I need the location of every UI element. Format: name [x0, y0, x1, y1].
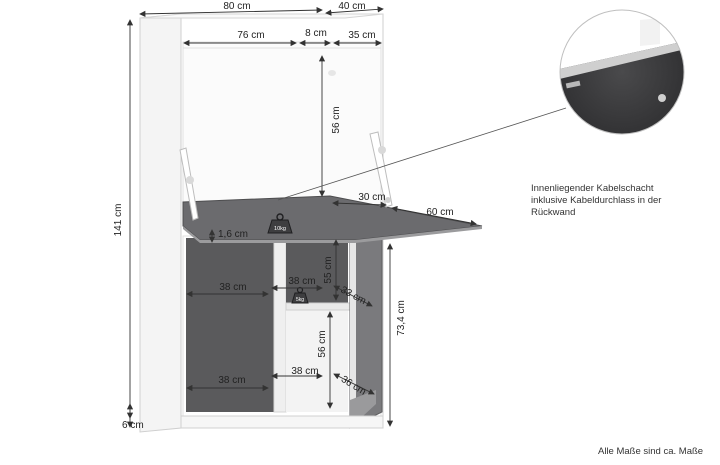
shelf-load-label: 5kg [296, 297, 304, 303]
dimension-lines [126, 6, 567, 428]
callout-line-1: Innenliegender Kabelschacht [531, 183, 654, 194]
dim-flap-thickness: 1,6 cm [218, 229, 248, 240]
dim-shelf1-height: 55 cm [323, 256, 334, 283]
dim-flap-depth: 30 cm [358, 192, 385, 203]
writing-flap [179, 131, 483, 243]
dim-shelf1-width-left: 38 cm [219, 282, 246, 293]
lower-back-left [186, 238, 274, 412]
dim-shelf1-width-right: 38 cm [288, 276, 315, 287]
upper-compartment [182, 41, 382, 211]
dim-upper-height: 56 cm [331, 106, 342, 133]
weight-10kg-icon: 10kg [267, 213, 293, 234]
dim-inner-depth: 35 cm [348, 30, 375, 41]
left-hinge-arm [179, 147, 199, 221]
cable-duct-detail [559, 9, 685, 135]
right-shelf [285, 302, 351, 311]
cable-hole [328, 70, 336, 76]
callout-line-3: Rückwand [531, 207, 576, 218]
cabinet-side-panel [139, 13, 182, 433]
dim-total-height: 141 cm [113, 204, 124, 237]
center-divider [273, 237, 287, 413]
dim-shelf2-width-left: 38 cm [218, 375, 245, 386]
callout-line-2: inklusive Kabeldurchlass in der [531, 195, 662, 206]
footer-note: Alle Maße sind ca. Maße [598, 446, 704, 457]
dim-top-panel: 8 cm [305, 28, 327, 39]
cable-duct-callout: Innenliegender Kabelschacht inklusive Ka… [531, 183, 661, 219]
dim-shelf2-height: 56 cm [317, 330, 328, 357]
dim-lower-height: 73,4 cm [396, 300, 407, 336]
dim-flap-length: 60 cm [426, 207, 453, 218]
dim-top-depth: 40 cm [338, 1, 365, 12]
flap-load-label: 10kg [274, 226, 286, 232]
cabinet-top [139, 13, 384, 19]
dim-shelf2-width-right: 38 cm [291, 366, 318, 377]
right-hinge-arm [369, 131, 393, 208]
dim-inner-width: 76 cm [237, 30, 264, 41]
dim-foot-height: 6 cm [122, 420, 144, 431]
plinth [180, 415, 384, 429]
dim-top-width: 80 cm [223, 1, 250, 12]
